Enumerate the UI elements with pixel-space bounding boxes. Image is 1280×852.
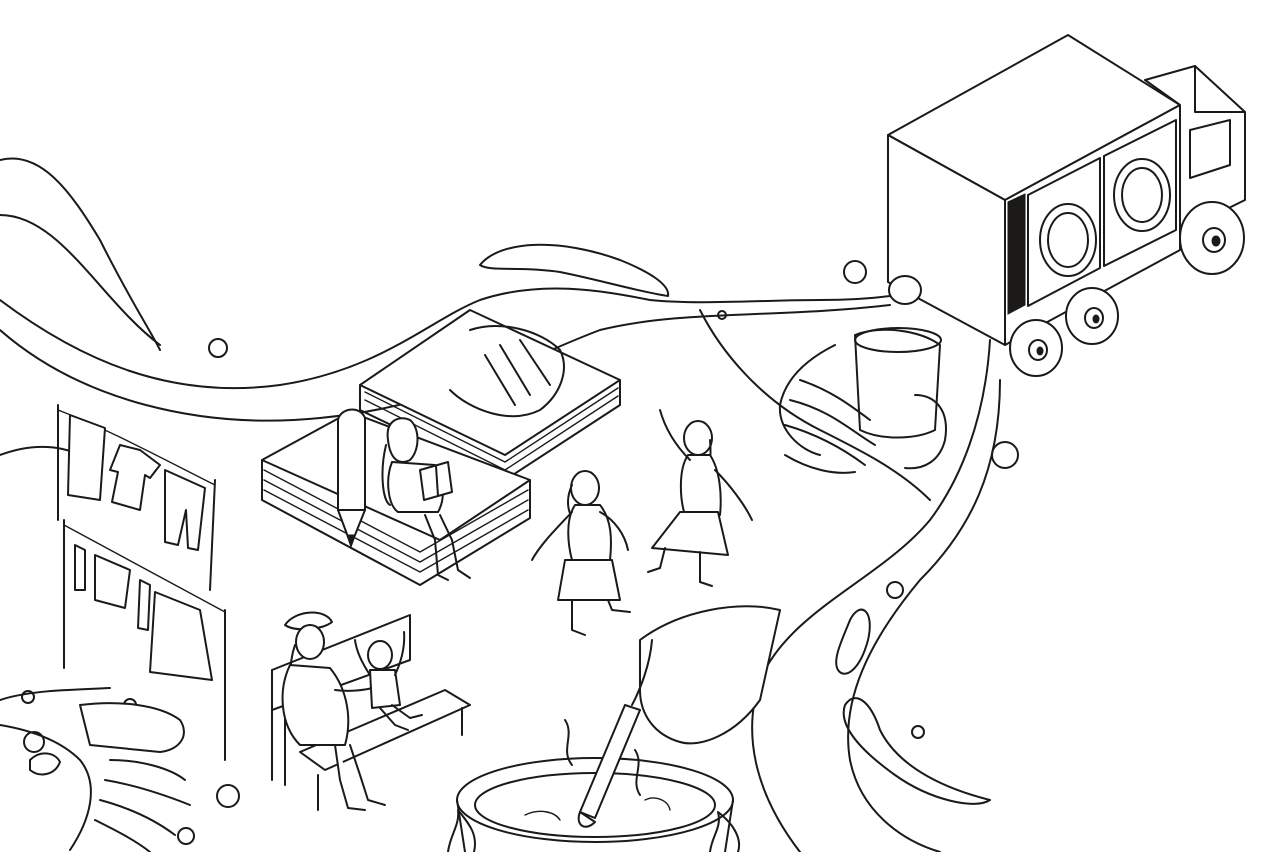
hands-washing-soap [0,687,191,852]
truck-wheel [1009,319,1063,377]
washing-machine [1103,119,1177,267]
girl-dancing [647,409,753,587]
fire [447,809,740,852]
pencil [337,408,366,549]
stirring-spoon [577,704,641,828]
hanging-clothes [67,414,213,681]
girl-dancing [531,470,631,636]
truck-wheel [1179,201,1245,275]
truck-wheel [1065,287,1119,345]
bubbles [21,260,1019,845]
child-on-bench [354,631,423,731]
truck-wheel [888,275,922,305]
hand-stirring [631,605,781,745]
hand-on-book [449,325,565,418]
girl-reading [381,417,471,581]
stacked-books [261,309,621,586]
hands-holding-cup [778,327,947,474]
woman-on-bench [281,611,386,811]
washing-machine [1027,157,1101,307]
